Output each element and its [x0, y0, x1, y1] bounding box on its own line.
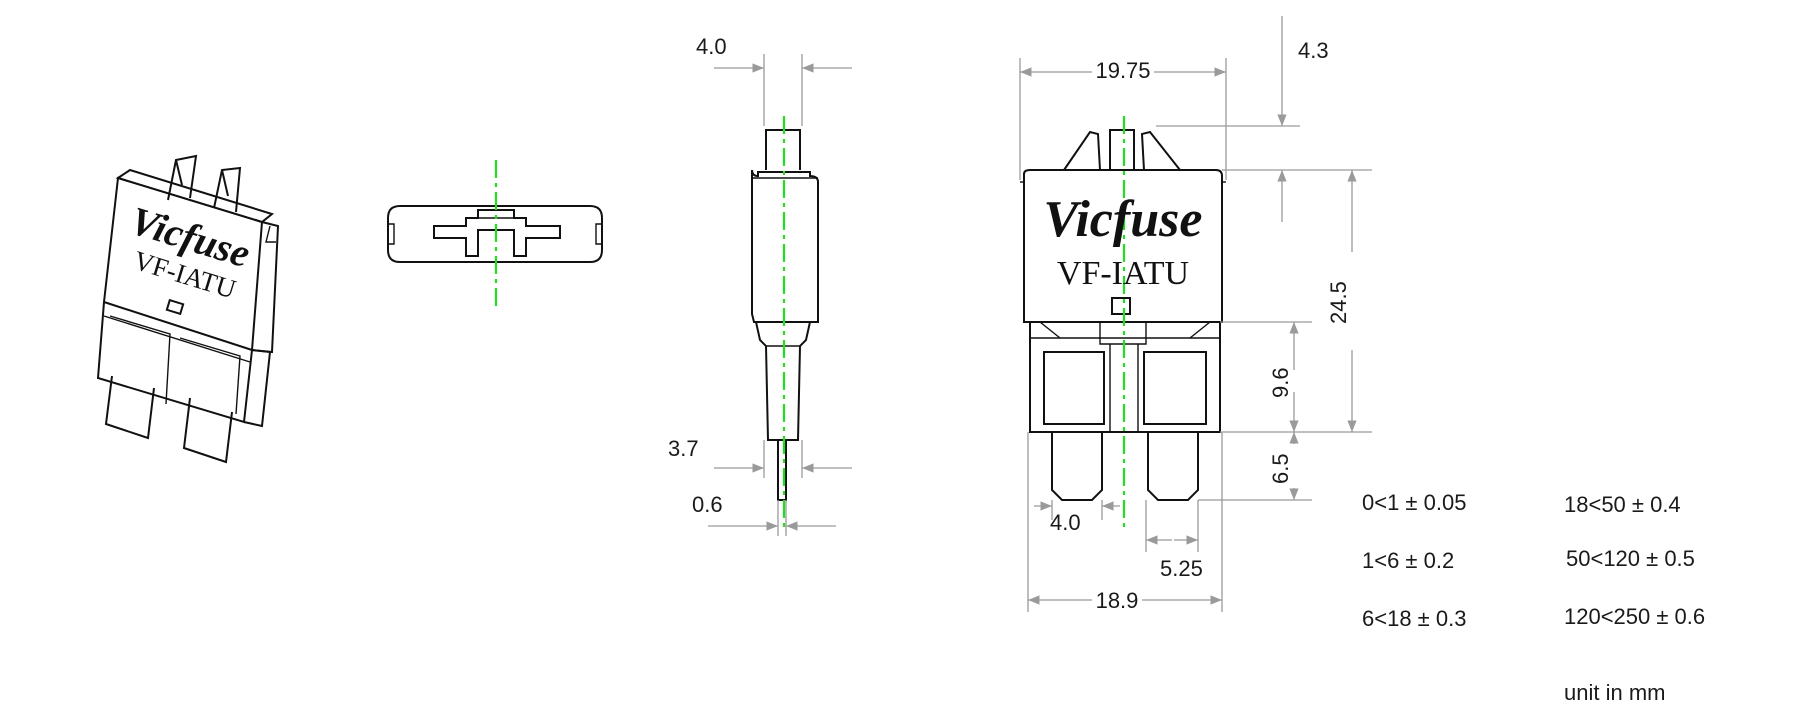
tolerance-entry: 120<250 ± 0.6	[1564, 604, 1705, 629]
front-blade-height-label: 6.5	[1268, 453, 1293, 484]
tolerance-table: 0<1 ± 0.05 18<50 ± 0.4 1<6 ± 0.2 50<120 …	[1362, 490, 1705, 705]
unit-note: unit in mm	[1564, 680, 1665, 705]
isometric-view: Vicfuse VF-IATU	[96, 154, 280, 464]
tolerance-entry: 50<120 ± 0.5	[1566, 546, 1695, 571]
front-top-height-label: 4.3	[1298, 38, 1329, 63]
side-tip-width-label: 0.6	[692, 492, 723, 517]
front-model-label: VF-IATU	[1057, 255, 1189, 292]
front-width-top-label: 19.75	[1095, 58, 1150, 83]
tolerance-entry: 18<50 ± 0.4	[1564, 492, 1681, 517]
front-brand-label: Vicfuse	[1044, 191, 1203, 248]
tolerance-entry: 6<18 ± 0.3	[1362, 606, 1466, 631]
front-view: Vicfuse VF-IATU 19.75 4.3 24.5 9.6 6.5 4…	[1019, 16, 1372, 613]
front-leg-height-label: 9.6	[1268, 367, 1293, 398]
side-blade-width-label: 3.7	[668, 436, 699, 461]
top-view	[387, 160, 603, 308]
front-blade-width-label: 4.0	[1050, 510, 1081, 535]
front-blade-gap-label: 5.25	[1160, 556, 1203, 581]
tolerance-entry: 0<1 ± 0.05	[1362, 490, 1466, 515]
front-width-bottom-label: 18.9	[1096, 588, 1139, 613]
side-view: 4.0 3.7 0.6	[668, 34, 852, 536]
front-body-height-label: 24.5	[1326, 281, 1351, 324]
side-top-width-label: 4.0	[696, 34, 727, 59]
tolerance-entry: 1<6 ± 0.2	[1362, 548, 1454, 573]
